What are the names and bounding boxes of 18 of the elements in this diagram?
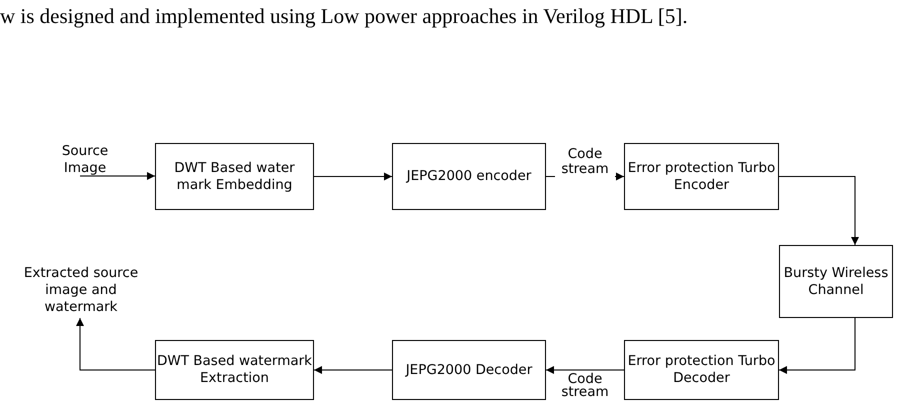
arrow xyxy=(76,318,156,370)
node-label: Extracted source image and watermark xyxy=(10,262,152,318)
arrow xyxy=(778,176,859,246)
arrow xyxy=(546,366,624,374)
process-box: Bursty Wireless Channel xyxy=(779,245,893,318)
arrow xyxy=(314,172,392,180)
process-box: Error protection Turbo Decoder xyxy=(624,340,779,400)
node-label: Source Image xyxy=(50,144,120,176)
body-text: w is designed and implemented using Low power approaches in Verilog HDL [5]. xyxy=(0,4,688,29)
arrow xyxy=(778,318,856,374)
process-box: DWT Based watermark Extraction xyxy=(155,340,314,400)
arrow xyxy=(80,172,156,180)
edge-label: Code stream xyxy=(555,147,615,177)
process-box: Error protection Turbo Encoder xyxy=(624,143,779,210)
process-box: DWT Based water mark Embedding xyxy=(155,143,314,210)
arrow xyxy=(314,366,392,374)
process-box: JEPG2000 Decoder xyxy=(392,340,546,400)
process-box: JEPG2000 encoder xyxy=(392,143,546,210)
